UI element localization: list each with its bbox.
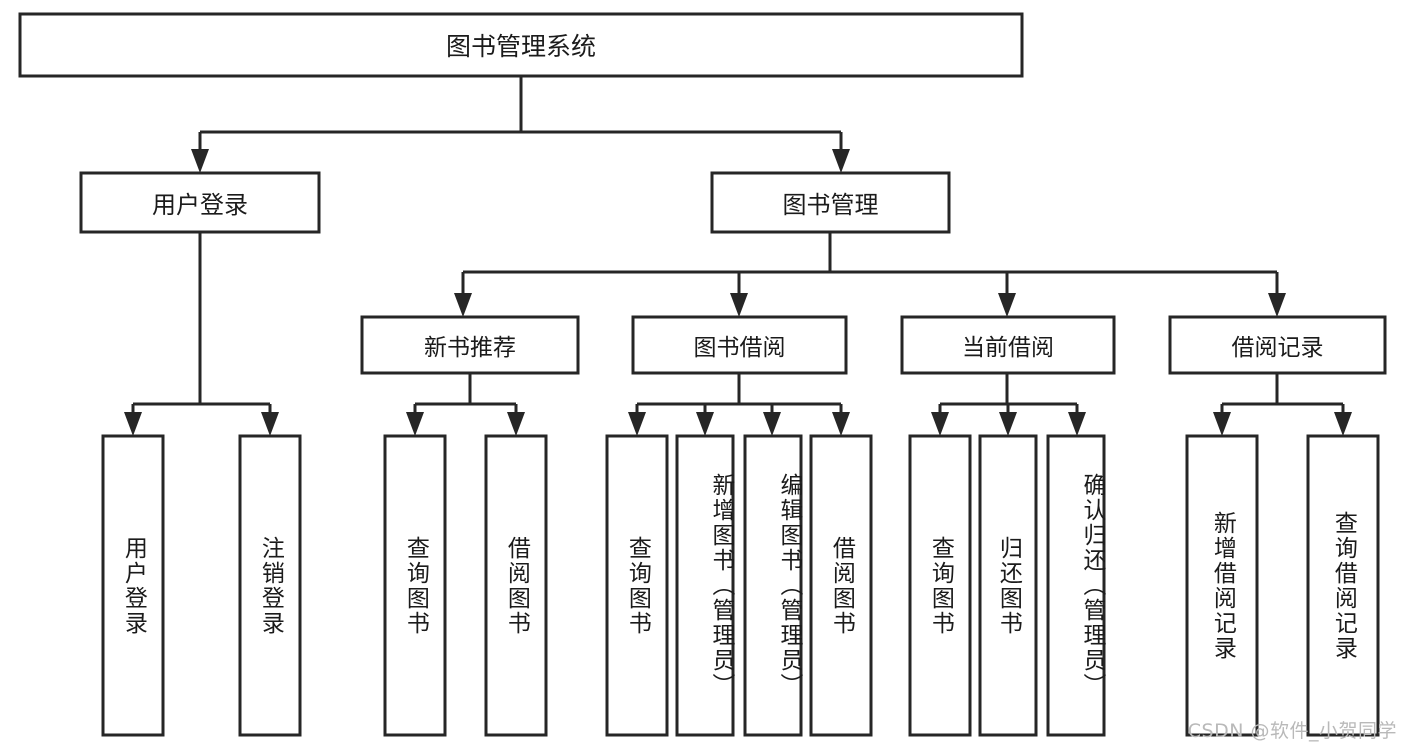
watermark-text: CSDN @软件_小贺同学 <box>1187 720 1397 742</box>
arrow-icon <box>261 412 279 436</box>
node-box-current-borrow[interactable] <box>900 315 1116 375</box>
arrow-icon <box>1334 412 1352 436</box>
arrow-icon <box>931 412 949 436</box>
arrow-icon <box>832 149 850 173</box>
node-box-leaf-logout[interactable] <box>238 434 302 737</box>
arrow-icon <box>1068 412 1086 436</box>
arrow-icon <box>730 293 748 317</box>
node-box-borrow-record[interactable] <box>1168 315 1387 375</box>
arrow-icon <box>454 293 472 317</box>
arrow-icon <box>406 412 424 436</box>
arrow-icon <box>999 412 1017 436</box>
node-box-leaf-br-query[interactable] <box>1306 434 1380 737</box>
arrow-icon <box>832 412 850 436</box>
arrow-icon <box>696 412 714 436</box>
node-box-new-book-rec[interactable] <box>360 315 580 375</box>
connector-bookborrow-to-leaves <box>628 373 850 436</box>
node-box-book-manage[interactable] <box>710 171 951 234</box>
arrow-icon <box>124 412 142 436</box>
connector-root-to-level1 <box>191 76 850 173</box>
node-box-leaf-rec-borrow[interactable] <box>484 434 548 737</box>
arrow-icon <box>191 149 209 173</box>
node-box-leaf-cb-confirm[interactable] <box>1046 434 1106 737</box>
arrow-icon <box>1213 412 1231 436</box>
node-box-leaf-user-login[interactable] <box>101 434 165 737</box>
node-box-leaf-cb-return[interactable] <box>978 434 1038 737</box>
connector-newbookrec-to-leaves <box>406 373 525 436</box>
arrow-icon <box>507 412 525 436</box>
node-box-leaf-rec-query[interactable] <box>383 434 447 737</box>
arrow-icon <box>628 412 646 436</box>
connector-currentborrow-to-leaves <box>931 373 1086 436</box>
node-box-leaf-cb-query[interactable] <box>908 434 972 737</box>
node-box-leaf-bb-edit[interactable] <box>743 434 803 737</box>
node-box-leaf-bb-add[interactable] <box>675 434 735 737</box>
arrow-icon <box>763 412 781 436</box>
node-box-leaf-bb-query[interactable] <box>605 434 669 737</box>
connector-bookmanage-to-level2 <box>454 232 1286 317</box>
node-box-user-login[interactable] <box>79 171 321 234</box>
connector-userlogin-to-leaves <box>124 232 279 436</box>
node-box-book-borrow[interactable] <box>631 315 848 375</box>
arrow-icon <box>998 293 1016 317</box>
node-box-leaf-br-add[interactable] <box>1185 434 1259 737</box>
node-box-leaf-bb-borrow[interactable] <box>809 434 873 737</box>
arrow-icon <box>1268 293 1286 317</box>
node-box-root[interactable] <box>18 12 1024 78</box>
connector-borrowrecord-to-leaves <box>1213 373 1352 436</box>
